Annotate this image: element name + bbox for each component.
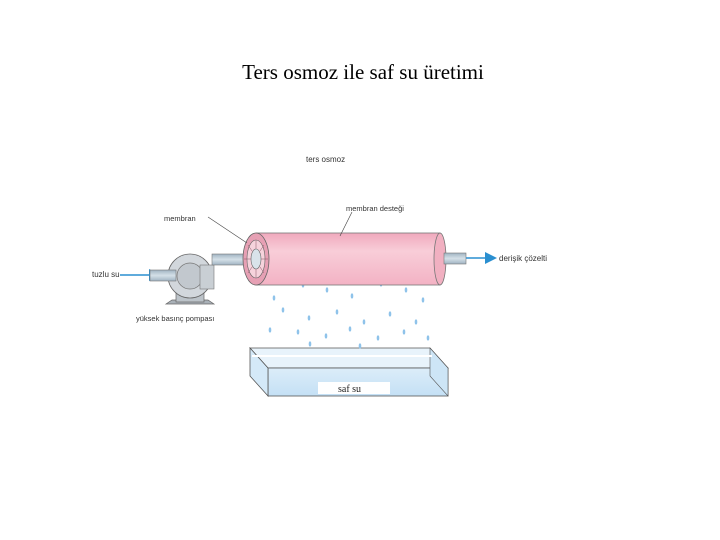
membrane-cylinder [242, 232, 447, 286]
water-droplet [281, 307, 285, 313]
water-droplet [348, 326, 352, 332]
water-droplet [402, 329, 406, 335]
outlet-pipe [443, 252, 467, 265]
water-droplet [268, 327, 272, 333]
water-droplet [376, 335, 380, 341]
pure-water-tank: saf su [249, 346, 449, 398]
water-droplet [335, 309, 339, 315]
water-droplet [272, 295, 276, 301]
water-droplet [362, 319, 366, 325]
water-droplet [414, 319, 418, 325]
water-droplet [324, 333, 328, 339]
water-droplet [404, 287, 408, 293]
water-droplet [296, 329, 300, 335]
high-pressure-pump [149, 253, 216, 305]
salt-water-label: tuzlu su [92, 270, 120, 279]
heading-label: ters osmoz [306, 155, 345, 164]
water-droplet [358, 343, 362, 349]
water-droplet [325, 287, 329, 293]
water-droplet [388, 311, 392, 317]
membrane-leader-line [207, 216, 248, 244]
slide-title: Ters osmoz ile saf su üretimi [242, 60, 484, 84]
concentrate-label: derişik çözelti [499, 254, 547, 263]
pump-label: yüksek basınç pompası [136, 314, 214, 323]
membrane-support-label: membran desteği [346, 204, 404, 213]
membrane-support-leader-line [339, 211, 353, 237]
water-droplet [421, 297, 425, 303]
pure-water-label: saf su [338, 384, 361, 395]
membrane-label: membran [164, 214, 196, 223]
water-droplet [307, 315, 311, 321]
water-droplet [350, 293, 354, 299]
water-droplet [426, 335, 430, 341]
water-droplet [308, 341, 312, 347]
